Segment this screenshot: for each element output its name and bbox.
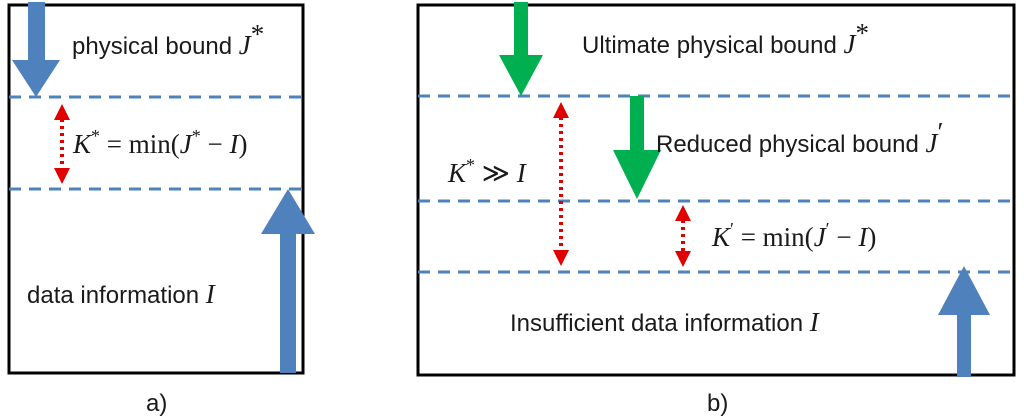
panel-b: Ultimate physical bound J* Reduced physi… <box>416 2 1016 417</box>
panel-b-data-information-arrow <box>938 266 990 377</box>
panel-a-top-label: physical bound J* <box>72 19 264 60</box>
panel-b-big-gap-formula: K* ≫ I <box>447 155 528 188</box>
panel-b-small-gap-formula: K′ = min(J′ − I) <box>711 219 876 252</box>
panel-b-bottom-label: Insufficient data information I <box>510 307 821 337</box>
panel-a: physical bound J* K* = min(J* − I) data … <box>7 2 315 417</box>
panel-a-gap-formula: K* = min(J* − I) <box>72 126 247 159</box>
panel-a-caption: a) <box>146 390 167 417</box>
panel-b-caption: b) <box>707 390 728 417</box>
panel-a-physical-bound-arrow <box>12 2 60 97</box>
panel-b-top-label: Ultimate physical bound J* <box>582 18 869 59</box>
panel-a-data-information-arrow <box>261 189 315 373</box>
panel-a-bottom-label: data information I <box>27 279 217 309</box>
panel-b-ultimate-bound-arrow <box>499 2 543 96</box>
panel-b-mid-label: Reduced physical bound J′ <box>656 117 943 158</box>
panel-b-frame <box>416 3 1016 377</box>
panel-b-reduced-bound-arrow <box>613 96 661 199</box>
